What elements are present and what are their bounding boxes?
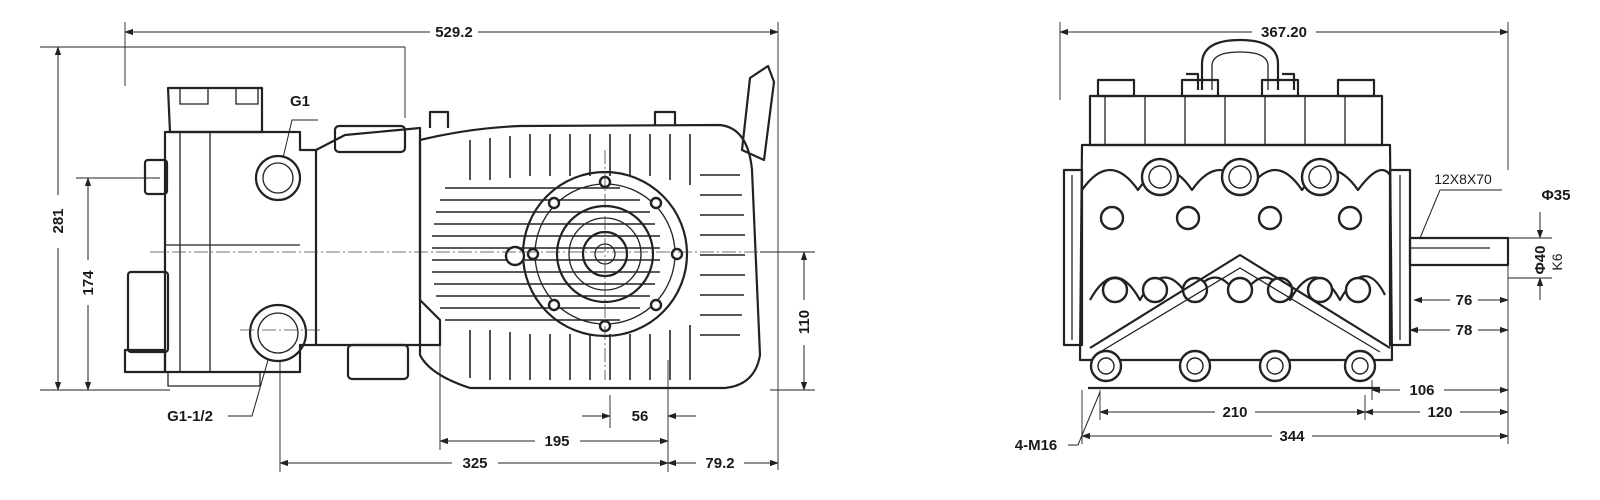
dim-label-79-2: 79.2 bbox=[705, 455, 734, 472]
dim-label-120: 120 bbox=[1427, 404, 1452, 421]
dim-shaft-end-dia: Φ35 bbox=[1508, 187, 1571, 239]
cover-bolts bbox=[526, 175, 684, 333]
callout-g1-1-2: G1-1/2 bbox=[167, 359, 269, 425]
dim-shaft-dia: Φ40 K6 bbox=[1508, 246, 1565, 300]
dim-inlet-height: 174 bbox=[76, 177, 160, 391]
dim-label-56: 56 bbox=[632, 408, 649, 425]
dim-foot-offset: 106 bbox=[1371, 380, 1509, 400]
label-4-m16: 4-M16 bbox=[1015, 437, 1058, 454]
dim-bottom-chain: 56 195 325 79.2 bbox=[279, 345, 779, 472]
cooling-fins bbox=[432, 134, 745, 380]
dim-label-106: 106 bbox=[1409, 382, 1434, 399]
dim-overall-height: 281 bbox=[40, 46, 170, 391]
pump-side-outline bbox=[123, 64, 800, 390]
side-view: 529.2 281 174 bbox=[40, 22, 815, 472]
pump-front-outline bbox=[1062, 38, 1510, 390]
dim-label-529: 529.2 bbox=[435, 24, 473, 41]
dim-label-210: 210 bbox=[1222, 404, 1247, 421]
dim-label-78: 78 bbox=[1456, 322, 1473, 339]
dim-label-344: 344 bbox=[1279, 428, 1305, 445]
label-12x8x70: 12X8X70 bbox=[1434, 171, 1492, 187]
dim-label-281: 281 bbox=[50, 208, 67, 233]
label-phi35: Φ35 bbox=[1542, 187, 1571, 204]
dim-label-195: 195 bbox=[544, 433, 569, 450]
dim-shaft-lengths: 76 78 bbox=[1409, 265, 1509, 340]
label-g1-1-2: G1-1/2 bbox=[167, 408, 213, 425]
dim-overall-width: 367.20 bbox=[1059, 22, 1509, 170]
callout-key: 12X8X70 bbox=[1419, 171, 1502, 239]
front-view: 367.20 bbox=[1015, 22, 1571, 454]
label-g1: G1 bbox=[290, 93, 310, 110]
callout-mount-bolts: 4-M16 bbox=[1015, 391, 1101, 454]
callout-g1: G1 bbox=[282, 93, 318, 159]
dim-label-110: 110 bbox=[796, 310, 813, 334]
dim-shaft-height: 110 bbox=[760, 251, 815, 391]
dim-foot-spacing: 210 120 bbox=[1099, 390, 1509, 421]
dim-label-367-20: 367.20 bbox=[1261, 24, 1307, 41]
label-phi40: Φ40 bbox=[1532, 246, 1549, 275]
dim-overall-length: 529.2 bbox=[124, 22, 779, 470]
label-k6: K6 bbox=[1549, 253, 1565, 270]
dim-label-76: 76 bbox=[1456, 292, 1473, 309]
dim-label-174: 174 bbox=[80, 270, 97, 296]
dim-label-325: 325 bbox=[462, 455, 487, 472]
